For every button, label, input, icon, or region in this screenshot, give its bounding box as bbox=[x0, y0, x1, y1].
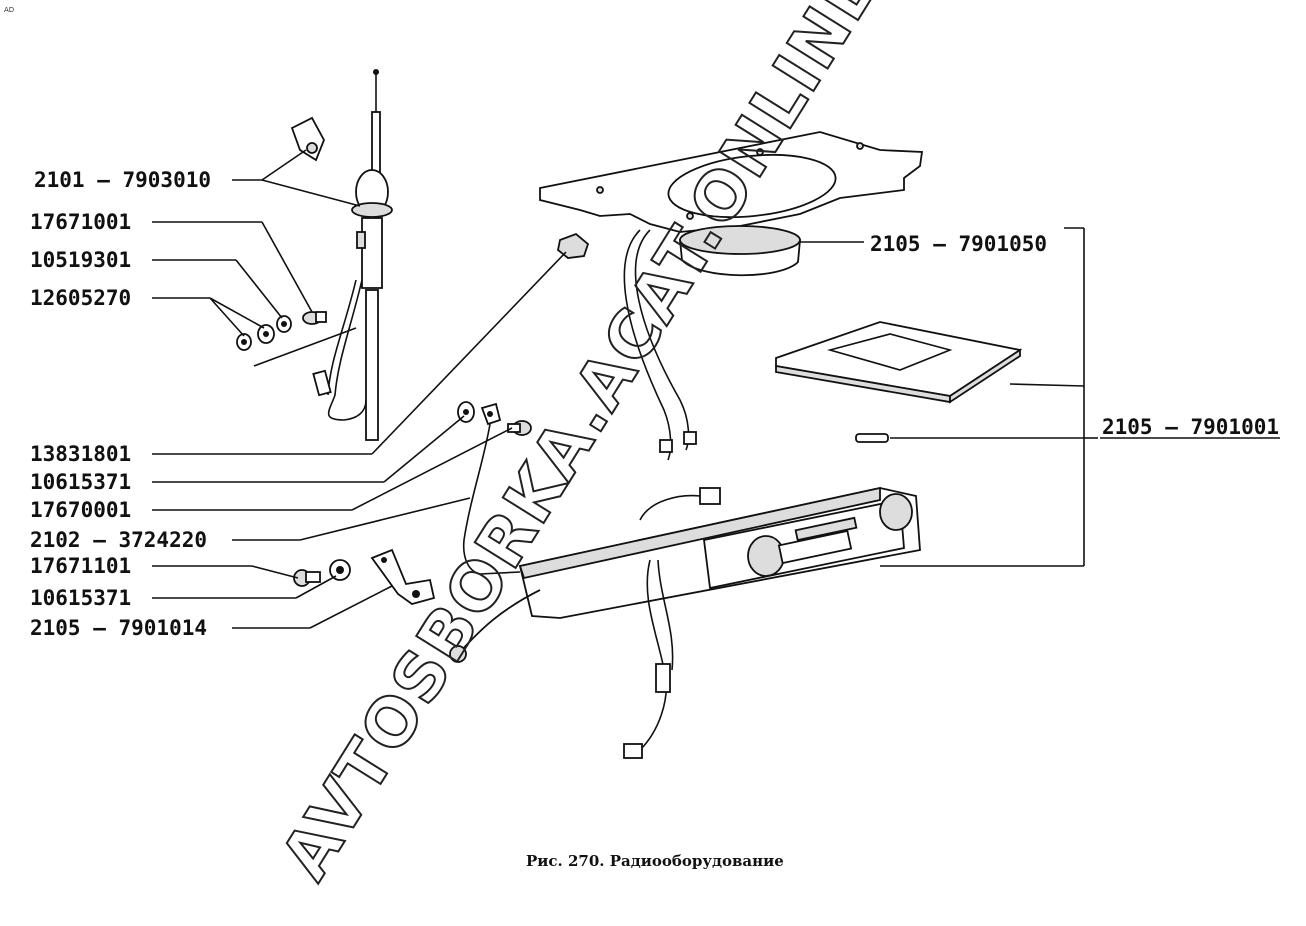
label-17671001: 17671001 bbox=[30, 210, 131, 234]
instruction-booklet bbox=[775, 321, 1023, 404]
washer-10615371 bbox=[329, 559, 351, 581]
speaker-mount-plate bbox=[539, 131, 924, 233]
label-10519301: 10519301 bbox=[30, 248, 131, 272]
watermark-text: AVTOSBORKA.ACAT.ONLINE bbox=[266, 0, 893, 892]
antenna-assembly bbox=[236, 69, 393, 441]
label-kit: 2105 – 7901001 bbox=[1102, 415, 1279, 439]
label-17671101: 17671101 bbox=[30, 554, 131, 578]
label-10615371-a: 10615371 bbox=[30, 470, 131, 494]
screw-17671101 bbox=[293, 569, 321, 587]
label-speaker: 2105 – 7901050 bbox=[870, 232, 1047, 256]
speaker-2105-7901050 bbox=[623, 225, 801, 461]
label-12605270: 12605270 bbox=[30, 286, 131, 310]
figure-caption: Рис. 270. Радиооборудование bbox=[526, 852, 784, 870]
nut-13831801 bbox=[557, 232, 590, 259]
label-17670001: 17670001 bbox=[30, 498, 131, 522]
corner-mark: AD bbox=[4, 6, 14, 14]
fuse-pin bbox=[855, 433, 889, 443]
ground-wire-parts bbox=[457, 401, 532, 575]
bracket-2105-7901014 bbox=[370, 548, 436, 605]
radio-receiver bbox=[449, 486, 921, 759]
screw-17671001 bbox=[302, 311, 327, 325]
label-antenna: 2101 – 7903010 bbox=[34, 168, 211, 192]
label-10615371-b: 10615371 bbox=[30, 586, 131, 610]
label-13831801: 13831801 bbox=[30, 442, 131, 466]
part-labels: 2101 – 7903010 17671001 10519301 1260527… bbox=[30, 168, 1279, 640]
leader-lines bbox=[152, 149, 1280, 629]
label-2102-3724220: 2102 – 3724220 bbox=[30, 528, 207, 552]
label-2105-7901014: 2105 – 7901014 bbox=[30, 616, 207, 640]
